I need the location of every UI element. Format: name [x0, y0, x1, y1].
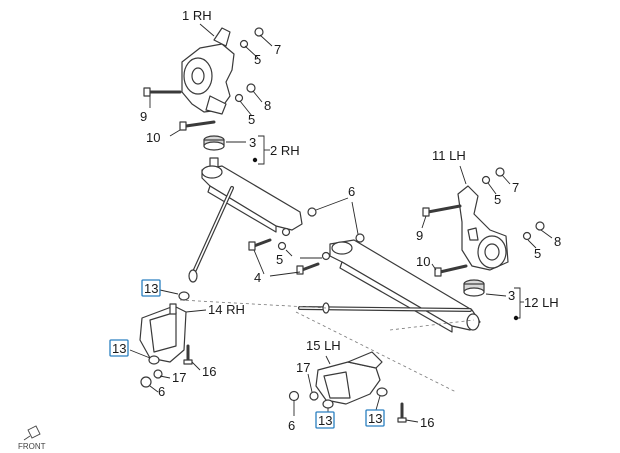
- label-bushing-3-b: 3: [508, 288, 515, 303]
- nut-lh-lower: [522, 221, 545, 241]
- control-arm-lh[interactable]: [329, 239, 481, 333]
- label-nut-5-e: 5: [534, 246, 541, 261]
- front-direction-icon: [23, 425, 41, 441]
- bolt-16-lh[interactable]: [397, 402, 407, 423]
- label-nut-8-a: 8: [264, 98, 271, 113]
- dashed-guide-c: [179, 299, 327, 309]
- label-knuckle-lh: 11 LH: [432, 148, 466, 163]
- bushing-13-rh-upper: [178, 291, 190, 301]
- tie-rod-lh[interactable]: [298, 302, 472, 314]
- control-arm-rh[interactable]: [201, 165, 303, 233]
- label-clip-13-b: 13: [112, 341, 126, 356]
- callout-13-a[interactable]: 13: [141, 279, 161, 297]
- bushing-13-lh-b: [376, 387, 388, 397]
- bolt-10-lh[interactable]: [434, 264, 468, 277]
- label-bolt-6-b: 6: [158, 384, 165, 399]
- label-bolt-9-a: 9: [140, 109, 147, 124]
- label-stud-7-b: 7: [512, 180, 519, 195]
- label-nut-17-b: 17: [296, 360, 310, 375]
- bolt-6-upper: [307, 207, 317, 217]
- bolt-6-lower: [355, 233, 365, 243]
- tie-rod-rh[interactable]: [188, 186, 234, 283]
- label-arm-rh: 2 RH: [270, 143, 300, 158]
- label-nut-5-c: 5: [276, 252, 283, 267]
- nut-17-rh: [153, 369, 163, 379]
- label-bolt-10-b: 10: [416, 254, 430, 269]
- label-bolt-9-b: 9: [416, 228, 423, 243]
- callout-13-d[interactable]: 13: [365, 409, 385, 427]
- bolt-4-b[interactable]: [296, 262, 320, 275]
- bushing-13-rh-lower: [148, 355, 160, 365]
- nut-rh-upper: [239, 27, 264, 49]
- label-bracket-rh: 14 RH: [208, 302, 245, 317]
- label-nut-16-b: 16: [420, 415, 434, 430]
- label-bolt-6-c: 6: [288, 418, 295, 433]
- label-nut-17-a: 17: [172, 370, 186, 385]
- label-nut-5-b: 5: [248, 112, 255, 127]
- bolt-9-rh[interactable]: [143, 87, 182, 97]
- washer-5-middle: [277, 227, 331, 261]
- label-nut-5-a: 5: [254, 52, 261, 67]
- bolt-10-rh[interactable]: [179, 120, 216, 131]
- callout-13-c[interactable]: 13: [315, 411, 335, 429]
- label-bracket-lh: 15 LH: [306, 338, 341, 353]
- nut-6-rh: [140, 376, 152, 388]
- bolt-9-lh[interactable]: [422, 204, 462, 217]
- label-arm-lh: 12 LH: [524, 295, 559, 310]
- label-clip-13-d: 13: [368, 411, 382, 426]
- knuckle-lh[interactable]: [457, 185, 509, 271]
- label-nut-16-a: 16: [202, 364, 216, 379]
- label-bushing-3-a: 3: [249, 135, 256, 150]
- nut-6-lh: [288, 390, 300, 402]
- nut-rh-lower: [234, 83, 256, 103]
- label-clip-13-c: 13: [318, 413, 332, 428]
- callout-13-b[interactable]: 13: [109, 339, 129, 357]
- bushing-13-lh-a: [322, 399, 334, 409]
- label-bolt-10-a: 10: [146, 130, 160, 145]
- label-nut-8-b: 8: [554, 234, 561, 249]
- label-nut-5-d: 5: [494, 192, 501, 207]
- bushing-rh[interactable]: [203, 135, 225, 169]
- label-washer-4: 4: [254, 270, 261, 285]
- label-clip-13-a: 13: [144, 281, 158, 296]
- label-bolt-6-a: 6: [348, 184, 355, 199]
- bolt-4-a[interactable]: [248, 238, 272, 251]
- bushing-lh[interactable]: [463, 279, 485, 297]
- front-label: FRONT: [18, 442, 46, 451]
- bracket-lh[interactable]: [315, 351, 383, 405]
- label-knuckle-rh: 1 RH: [182, 8, 212, 23]
- label-stud-7-a: 7: [274, 42, 281, 57]
- dashed-guide-b: [389, 319, 475, 331]
- knuckle-rh[interactable]: [181, 27, 235, 115]
- bolt-16-rh[interactable]: [183, 344, 193, 365]
- nut-lh-upper: [481, 167, 505, 185]
- nut-17-lh: [309, 391, 319, 401]
- bracket-rh[interactable]: [139, 303, 187, 363]
